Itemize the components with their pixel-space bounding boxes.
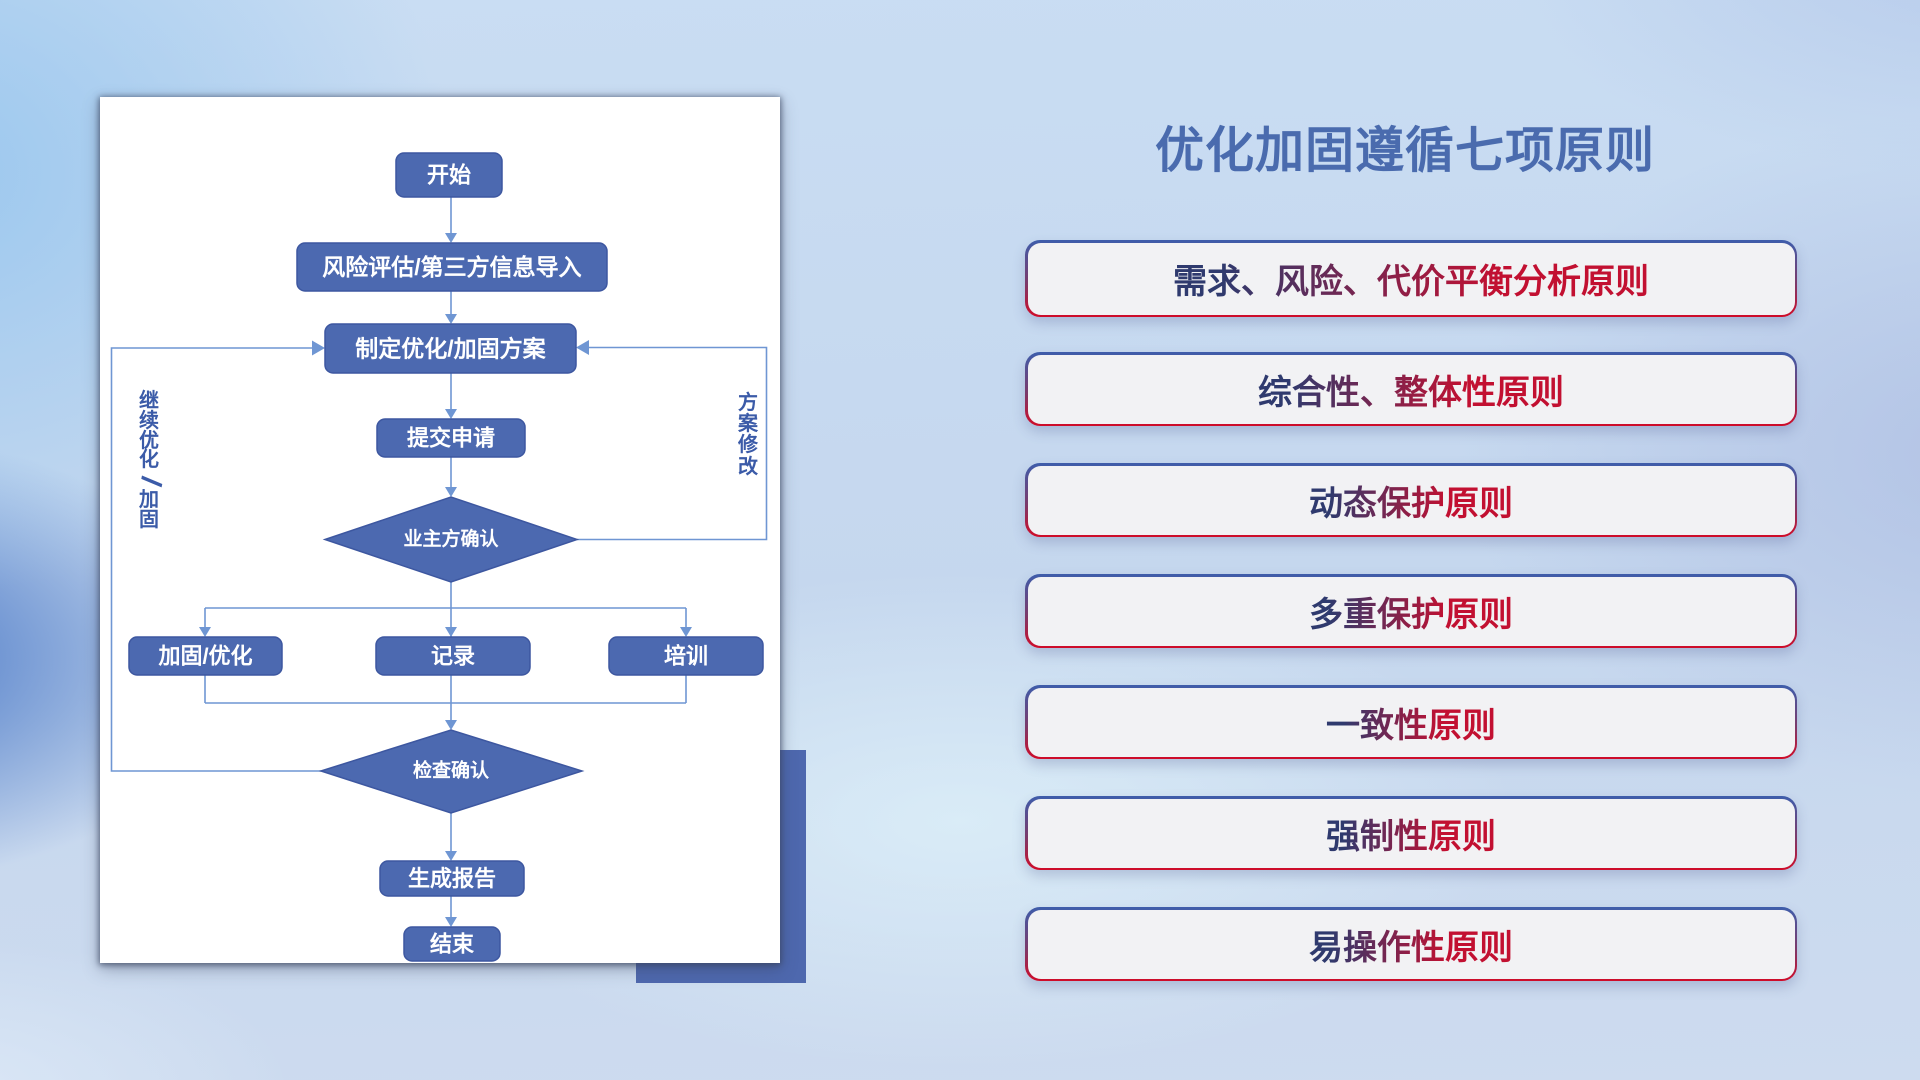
node-record [375, 636, 531, 676]
node-risk-import-label: 风险评估/第三方信息导入 [322, 254, 581, 280]
edge-label-plan-revise: 方案修改 [738, 392, 758, 478]
principle-label-1: 需求、风险、代价平衡分析原则 [1173, 254, 1649, 303]
arrow-down-icon [199, 627, 211, 637]
principle-box-1: 需求、风险、代价平衡分析原则 [1025, 240, 1797, 317]
principle-box-fill: 需求、风险、代价平衡分析原则 [1027, 242, 1795, 315]
node-training [608, 636, 764, 676]
node-owner-confirm [322, 496, 580, 583]
node-end-label: 结束 [430, 932, 475, 957]
node-report [379, 860, 525, 897]
node-check-confirm-label: 检查确认 [413, 759, 489, 782]
arrow-down-icon [445, 851, 457, 861]
node-reinforce [128, 636, 283, 676]
arrow-left-icon [576, 340, 589, 355]
principle-box-5: 一致性原则 [1025, 685, 1797, 759]
principle-box-fill: 强制性原则 [1027, 798, 1795, 868]
node-reinforce-label: 加固/优化 [157, 644, 252, 669]
principle-box-fill: 易操作性原则 [1027, 909, 1795, 979]
flowchart-arrowheads [199, 233, 692, 927]
principle-box-2: 综合性、整体性原则 [1025, 352, 1797, 426]
principle-label-5: 一致性原则 [1326, 698, 1496, 747]
connector-line [577, 346, 768, 541]
node-risk-import [296, 242, 608, 292]
node-training-label: 培训 [664, 644, 708, 669]
arrow-down-icon [445, 720, 457, 730]
node-start [395, 152, 503, 198]
principle-box-4: 多重保护原则 [1025, 574, 1797, 648]
node-start-label: 开始 [427, 163, 471, 188]
arrow-down-icon [445, 314, 457, 324]
arrow-down-icon [445, 917, 457, 927]
node-end [403, 926, 501, 962]
principle-label-7: 易操作性原则 [1309, 920, 1513, 969]
principle-box-6: 强制性原则 [1025, 796, 1797, 870]
arrow-down-icon [445, 233, 457, 243]
node-check-confirm [318, 729, 585, 814]
arrow-right-icon [312, 340, 325, 356]
arrow-down-icon [445, 487, 457, 497]
principle-box-fill: 多重保护原则 [1027, 576, 1795, 646]
node-make-plan-label: 制定优化/加固方案 [355, 336, 546, 362]
principle-label-6: 强制性原则 [1326, 809, 1496, 858]
principle-label-2: 综合性、整体性原则 [1258, 365, 1564, 414]
node-owner-confirm-label: 业主方确认 [403, 527, 498, 550]
principles-panel: 优化加固遵循七项原则 需求、风险、代价平衡分析原则 综合性、整体性原则 动态保护… [1025, 0, 1797, 1080]
arrow-down-icon [445, 627, 457, 637]
node-record-label: 记录 [431, 644, 475, 669]
flowchart-card: 开始 风险评估/第三方信息导入 制定优化/加固方案 提交申请 业主方确认 加固/… [100, 97, 780, 963]
node-submit-label: 提交申请 [407, 426, 495, 451]
page-title: 优化加固遵循七项原则 [1154, 124, 1655, 178]
edge-label-continue-optimize: 继续优化/加固 [133, 390, 167, 531]
arrow-down-icon [680, 627, 692, 637]
principle-box-fill: 动态保护原则 [1027, 465, 1795, 535]
principle-box-fill: 综合性、整体性原则 [1027, 354, 1795, 424]
principle-box-fill: 一致性原则 [1027, 687, 1795, 757]
node-make-plan [324, 323, 577, 374]
principle-box-7: 易操作性原则 [1025, 907, 1797, 981]
flowchart-connectors [110, 197, 768, 918]
node-report-label: 生成报告 [408, 866, 496, 891]
principle-box-3: 动态保护原则 [1025, 463, 1797, 537]
principle-label-4: 多重保护原则 [1309, 587, 1513, 636]
flowchart-nodes: 开始 风险评估/第三方信息导入 制定优化/加固方案 提交申请 业主方确认 加固/… [128, 152, 764, 962]
principle-label-3: 动态保护原则 [1309, 476, 1513, 525]
node-submit [376, 418, 526, 458]
flowchart-diagram: 开始 风险评估/第三方信息导入 制定优化/加固方案 提交申请 业主方确认 加固/… [110, 152, 768, 962]
arrow-down-icon [445, 409, 457, 419]
connector-line [110, 347, 321, 772]
